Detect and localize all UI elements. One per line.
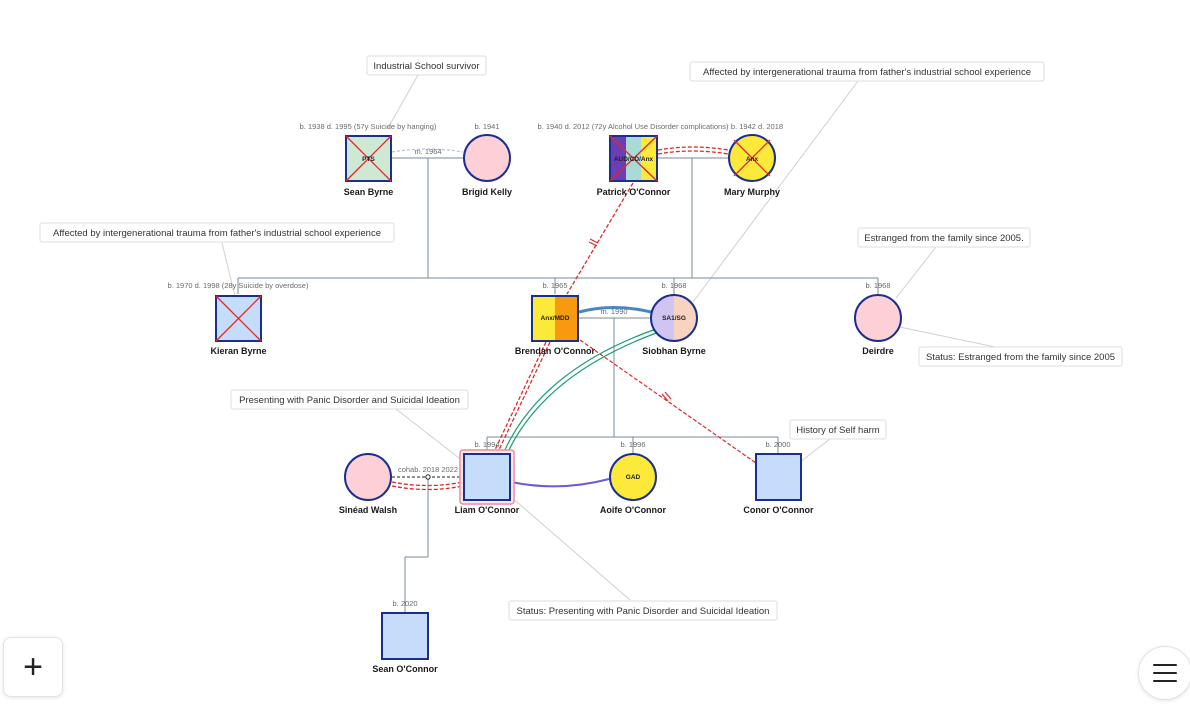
note-text: Affected by intergenerational trauma fro…	[53, 228, 381, 239]
note-status-estranged[interactable]: Status: Estranged from the family since …	[918, 346, 1123, 367]
note-text: Presenting with Panic Disorder and Suici…	[239, 395, 460, 406]
person-sean-byrne[interactable]: PTS b. 1938 d. 1995 (57y Suicide by hang…	[300, 122, 437, 197]
oconnor-marriage-label: m. 1990	[600, 307, 627, 316]
person-name: Brigid Kelly	[462, 187, 512, 197]
person-deirdre[interactable]: b. 1968 Deirdre	[854, 281, 902, 356]
person-name: Sean O'Connor	[372, 664, 438, 674]
person-meta: b. 1940 d. 2012 (72y Alcohol Use Disorde…	[538, 122, 729, 131]
note-industrial-school[interactable]: Industrial School survivor	[366, 55, 487, 76]
person-name: Conor O'Connor	[743, 505, 814, 515]
condition-label: SA1/SG	[662, 315, 686, 322]
plus-icon: +	[23, 648, 43, 686]
condition-label: Anx	[746, 156, 759, 163]
person-patrick-oconnor[interactable]: AUD/CD/Anx b. 1940 d. 2012 (72y Alcohol …	[538, 122, 729, 197]
person-meta: b. 1965	[542, 281, 567, 290]
person-brendan-oconnor[interactable]: Anx/MDD b. 1965 Brendan O'Connor	[515, 281, 596, 356]
note-text: History of Self harm	[796, 425, 879, 436]
family-lines	[237, 157, 879, 612]
note-text: Affected by intergenerational trauma fro…	[703, 67, 1031, 78]
person-meta: b. 1938 d. 1995 (57y Suicide by hanging)	[300, 122, 437, 131]
person-meta: b. 1996	[620, 440, 645, 449]
hamburger-menu-icon	[1153, 664, 1177, 682]
note-status-presenting[interactable]: Status: Presenting with Panic Disorder a…	[508, 600, 778, 621]
person-name: Brendan O'Connor	[515, 346, 596, 356]
condition-label: Anx/MDD	[541, 315, 570, 322]
condition-label: GAD	[626, 474, 641, 481]
person-brigid-kelly[interactable]: b. 1941 Brigid Kelly	[462, 122, 512, 197]
person-kieran-byrne[interactable]: b. 1970 d. 1998 (28y Suicide by overdose…	[168, 281, 309, 356]
person-sinead-walsh[interactable]: Sinéad Walsh	[339, 453, 397, 515]
person-name: Patrick O'Connor	[597, 187, 671, 197]
person-name: Deirdre	[862, 346, 894, 356]
relationship-labels: m. 1964 m. 1990 cohab. 2018 2022	[398, 147, 628, 474]
person-meta: b. 1968	[865, 281, 890, 290]
person-aoife-oconnor[interactable]: GAD b. 1996 Aoife O'Connor	[600, 440, 667, 515]
person-mary-murphy[interactable]: Anx b. 1942 d. 2018 Mary Murphy	[724, 122, 783, 197]
note-presenting[interactable]: Presenting with Panic Disorder and Suici…	[230, 389, 469, 410]
cohabitation-label: cohab. 2018 2022	[398, 465, 458, 474]
note-connectors	[221, 74, 1001, 601]
note-history-self-harm[interactable]: History of Self harm	[789, 419, 887, 440]
person-conor-oconnor[interactable]: b. 2000 Conor O'Connor	[743, 440, 814, 515]
note-text: Industrial School survivor	[373, 61, 479, 72]
relationship-lines	[391, 146, 757, 491]
byrne-marriage-label: m. 1964	[414, 147, 441, 156]
person-meta: b. 1942 d. 2018	[731, 122, 783, 131]
person-meta: b. 2000	[765, 440, 790, 449]
note-text: Estranged from the family since 2005.	[864, 233, 1023, 244]
person-meta: b. 2020	[392, 599, 417, 608]
add-button[interactable]: +	[3, 637, 63, 697]
note-estranged[interactable]: Estranged from the family since 2005.	[857, 227, 1031, 248]
condition-label: AUD/CD/Anx	[614, 156, 654, 163]
person-siobhan-byrne[interactable]: SA1/SG b. 1968 Siobhan Byrne	[642, 281, 706, 356]
note-text: Status: Estranged from the family since …	[926, 352, 1115, 363]
person-name: Siobhan Byrne	[642, 346, 706, 356]
note-text: Status: Presenting with Panic Disorder a…	[517, 606, 770, 617]
note-trauma-kieran[interactable]: Affected by intergenerational trauma fro…	[39, 222, 395, 243]
person-name: Sinéad Walsh	[339, 505, 397, 515]
person-name: Kieran Byrne	[210, 346, 266, 356]
person-meta: b. 1994	[474, 440, 499, 449]
note-trauma-siobhan[interactable]: Affected by intergenerational trauma fro…	[689, 61, 1045, 82]
person-meta: b. 1941	[474, 122, 499, 131]
person-liam-oconnor[interactable]: b. 1994 Liam O'Connor	[455, 440, 520, 515]
person-name: Sean Byrne	[344, 187, 394, 197]
person-name: Liam O'Connor	[455, 505, 520, 515]
person-name: Aoife O'Connor	[600, 505, 667, 515]
person-sean-oconnor[interactable]: b. 2020 Sean O'Connor	[372, 599, 438, 674]
person-meta: b. 1970 d. 1998 (28y Suicide by overdose…	[168, 281, 309, 290]
condition-label: PTS	[362, 156, 375, 163]
menu-button[interactable]	[1138, 646, 1190, 700]
person-meta: b. 1968	[661, 281, 686, 290]
person-name: Mary Murphy	[724, 187, 780, 197]
